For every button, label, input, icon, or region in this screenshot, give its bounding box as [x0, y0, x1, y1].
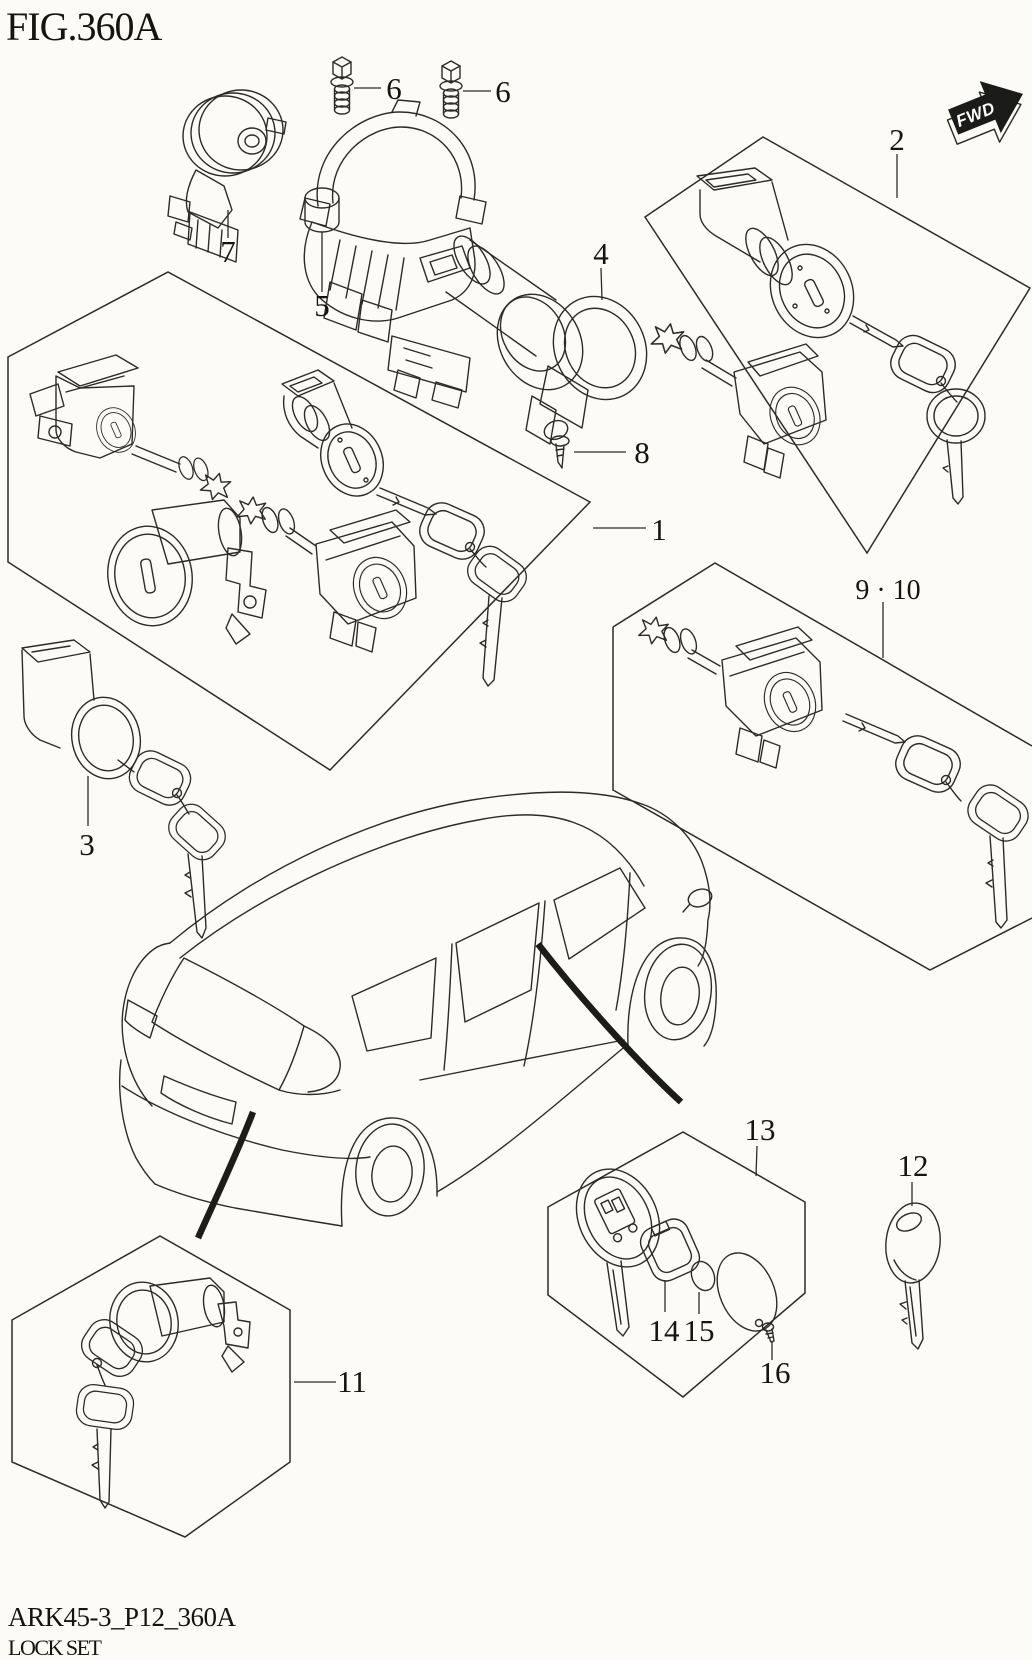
panel-transmitter-key-13: [547, 1131, 806, 1398]
door-lock-front-left: [29, 354, 234, 504]
vehicle-illustration: [119, 791, 717, 1227]
panel-glovebox-lock-11: [11, 1235, 291, 1538]
callout-16: 16: [760, 1355, 791, 1390]
footer-code: ARK45-3_P12_360A: [8, 1602, 237, 1632]
callout-6b: 6: [495, 74, 511, 109]
button-pad-14: [639, 1218, 701, 1282]
ignition-switch-7: [167, 89, 287, 263]
transmitter-key-13-parts: [575, 1168, 778, 1343]
lock-set-1-parts: [29, 354, 534, 687]
battery-15: [690, 1260, 716, 1292]
screw-8: [550, 435, 570, 469]
callout-7: 7: [220, 234, 236, 269]
fuel-lid-lock: [107, 499, 267, 645]
key-set-1: [376, 487, 534, 687]
cover-and-screw-16: [716, 1252, 778, 1343]
door-lock-cylinder-2: [649, 320, 830, 479]
callout-6a: 6: [386, 71, 402, 106]
callout-5: 5: [314, 288, 330, 323]
fwd-direction-arrow: FWD: [946, 81, 1023, 145]
callout-12: 12: [898, 1148, 929, 1183]
panel-door-lock-9-10: [612, 562, 1032, 971]
callout-9-10: 9 · 10: [855, 575, 920, 606]
callout-8: 8: [634, 435, 650, 470]
lock-cylinder-upper: [281, 369, 396, 507]
panel-lock-cylinder-2: [643, 136, 1032, 555]
panel-outlines: [7, 136, 1032, 1538]
callout-14: 14: [649, 1313, 681, 1348]
blank-key-12: [885, 1202, 941, 1350]
pointer-line-to-panel-11: [195, 1110, 257, 1240]
callout-4: 4: [593, 236, 609, 271]
callout-15: 15: [684, 1313, 715, 1348]
lock-cylinder-3: [21, 639, 233, 939]
leader-lines: [87, 87, 913, 1383]
callout-13: 13: [745, 1112, 776, 1147]
callout-3: 3: [79, 827, 95, 862]
callout-11: 11: [337, 1364, 367, 1399]
door-lock-center: [236, 495, 417, 653]
pointer-line-to-panel-13: [535, 941, 684, 1105]
callout-2: 2: [889, 122, 905, 157]
steering-lock-assembly: [299, 99, 584, 409]
immobilizer-antenna-ring-4: [525, 295, 648, 445]
mounting-bolt-6a: [330, 56, 354, 115]
key-set-2: [849, 315, 986, 505]
footer-name: LOCK SET: [8, 1635, 103, 1660]
panel-lock-set-1: [7, 271, 592, 771]
glovebox-lock-11-parts: [73, 1277, 251, 1509]
door-lock-9-10-parts: [637, 614, 1032, 929]
fwd-arrow-face: [948, 81, 1023, 135]
mounting-bolt-6b: [439, 60, 463, 119]
callout-1: 1: [651, 512, 667, 547]
callout-labels: 1 2 3 4 5 6 6 7 8 9 · 10 11 12 13 14 15 …: [79, 71, 928, 1399]
steering-lock-cylinder-2: [696, 167, 855, 339]
figure-title: FIG.360A: [6, 4, 162, 49]
